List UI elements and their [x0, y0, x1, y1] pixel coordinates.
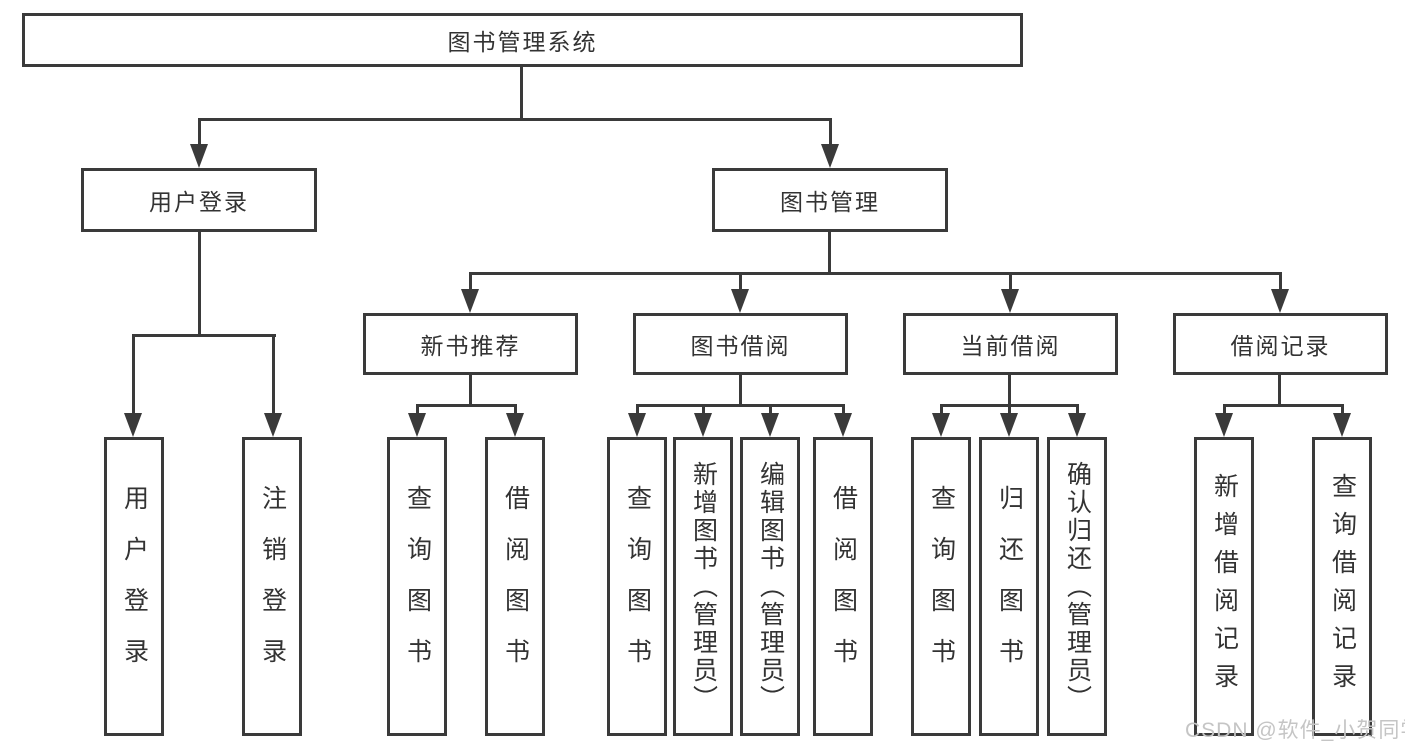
- connector-line: [1008, 404, 1011, 416]
- connector-line: [1341, 404, 1344, 416]
- arrow-down-icon: [1000, 413, 1018, 437]
- connector-line: [1278, 374, 1281, 407]
- leaf-add-books-admin: 新增图书（管理员）: [673, 437, 733, 736]
- node-new-book-recommendation: 新书推荐: [363, 313, 578, 375]
- connector-line: [132, 334, 276, 337]
- node-book-management: 图书管理: [712, 168, 948, 232]
- connector-line: [1008, 374, 1011, 407]
- arrow-down-icon: [932, 413, 950, 437]
- connector-line: [469, 374, 472, 407]
- leaf-edit-books-admin: 编辑图书（管理员）: [740, 437, 800, 736]
- arrow-down-icon: [506, 413, 524, 437]
- connector-line: [769, 404, 772, 416]
- leaf-query-books: 查询图书: [607, 437, 667, 736]
- node-label: 查询借阅记录: [1328, 472, 1357, 701]
- connector-line: [469, 272, 472, 292]
- node-label: 查询图书: [623, 484, 652, 689]
- leaf-query-borrow-record: 查询借阅记录: [1312, 437, 1372, 736]
- arrow-down-icon: [1271, 289, 1289, 313]
- connector-line: [132, 334, 135, 416]
- arrow-down-icon: [264, 413, 282, 437]
- connector-line: [1223, 404, 1226, 416]
- node-user-login: 用户登录: [81, 168, 317, 232]
- node-borrowing-records: 借阅记录: [1173, 313, 1388, 375]
- connector-line: [1009, 272, 1012, 292]
- node-label: 新书推荐: [420, 333, 521, 359]
- arrow-down-icon: [1001, 289, 1019, 313]
- leaf-query-books: 查询图书: [911, 437, 971, 736]
- connector-line: [416, 404, 517, 407]
- leaf-confirm-return-admin: 确认归还（管理员）: [1047, 437, 1107, 736]
- connector-line: [739, 374, 742, 407]
- connector-line: [272, 334, 275, 416]
- node-label: 用户登录: [149, 189, 249, 215]
- node-label: 借阅图书: [829, 484, 858, 689]
- arrow-down-icon: [124, 413, 142, 437]
- arrow-down-icon: [821, 144, 839, 168]
- arrow-down-icon: [408, 413, 426, 437]
- leaf-return-books: 归还图书: [979, 437, 1039, 736]
- connector-line: [842, 404, 845, 416]
- connector-line: [940, 404, 943, 416]
- leaf-query-books: 查询图书: [387, 437, 447, 736]
- node-label: 当前借阅: [960, 333, 1061, 359]
- leaf-borrow-books: 借阅图书: [813, 437, 873, 736]
- node-label: 新增借阅记录: [1210, 472, 1239, 701]
- node-label: 查询图书: [403, 484, 432, 689]
- connector-line: [636, 404, 845, 407]
- node-label: 用户登录: [120, 484, 149, 689]
- node-label: 新增图书（管理员）: [689, 460, 718, 713]
- arrow-down-icon: [834, 413, 852, 437]
- arrow-down-icon: [731, 289, 749, 313]
- connector-line: [829, 118, 832, 147]
- arrow-down-icon: [1333, 413, 1351, 437]
- connector-line: [636, 404, 639, 416]
- node-library-management-system: 图书管理系统: [22, 13, 1023, 67]
- arrow-down-icon: [461, 289, 479, 313]
- connector-line: [198, 118, 201, 147]
- node-label: 确认归还（管理员）: [1063, 460, 1092, 713]
- node-label: 编辑图书（管理员）: [756, 460, 785, 713]
- arrow-down-icon: [1215, 413, 1233, 437]
- leaf-add-borrow-record: 新增借阅记录: [1194, 437, 1254, 736]
- connector-line: [1076, 404, 1079, 416]
- node-label: 借阅图书: [501, 484, 530, 689]
- connector-line: [702, 404, 705, 416]
- leaf-borrow-books: 借阅图书: [485, 437, 545, 736]
- connector-line: [1223, 404, 1344, 407]
- arrow-down-icon: [761, 413, 779, 437]
- node-label: 查询图书: [927, 484, 956, 689]
- connector-line: [198, 118, 832, 121]
- node-label: 借阅记录: [1230, 333, 1331, 359]
- arrow-down-icon: [694, 413, 712, 437]
- connector-line: [198, 232, 201, 337]
- arrow-down-icon: [628, 413, 646, 437]
- node-label: 图书管理系统: [447, 29, 598, 55]
- node-label: 注销登录: [258, 484, 287, 689]
- node-current-borrowing: 当前借阅: [903, 313, 1118, 375]
- connector-line: [739, 272, 742, 292]
- leaf-logout: 注销登录: [242, 437, 302, 736]
- connector-line: [416, 404, 419, 416]
- connector-line: [828, 232, 831, 274]
- arrow-down-icon: [1068, 413, 1086, 437]
- arrow-down-icon: [190, 144, 208, 168]
- node-book-borrowing: 图书借阅: [633, 313, 848, 375]
- connector-line: [520, 67, 523, 119]
- connector-line: [514, 404, 517, 416]
- node-label: 图书管理: [780, 189, 880, 215]
- node-label: 图书借阅: [690, 333, 791, 359]
- connector-line: [1279, 272, 1282, 292]
- csdn-watermark: CSDN @软件_小贺同学: [1185, 719, 1405, 742]
- connector-line: [469, 272, 1282, 275]
- node-label: 归还图书: [995, 484, 1024, 689]
- leaf-user-login: 用户登录: [104, 437, 164, 736]
